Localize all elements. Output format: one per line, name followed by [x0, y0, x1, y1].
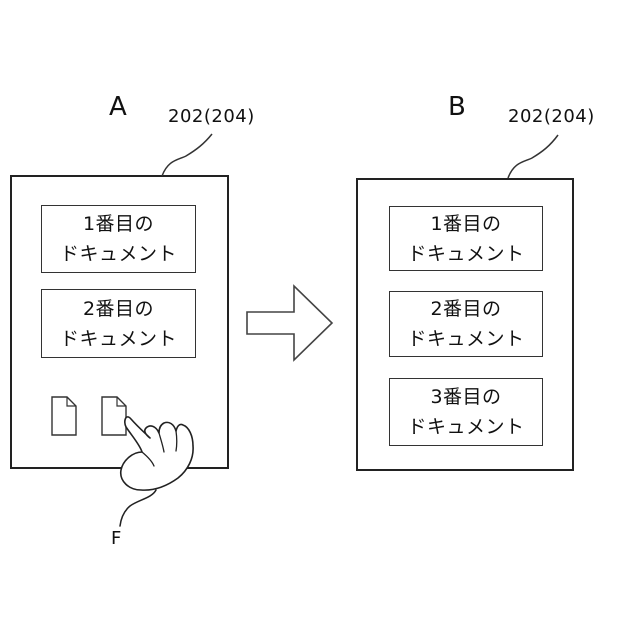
document-2-subtitle: ドキュメント	[407, 324, 524, 354]
panel-b-document-2[interactable]: 2番目の ドキュメント	[389, 291, 543, 357]
document-3-subtitle: ドキュメント	[407, 412, 524, 442]
document-2-title: 2番目の	[83, 294, 154, 324]
document-1-title: 1番目の	[430, 209, 501, 239]
document-2-title: 2番目の	[430, 294, 501, 324]
panel-a-ref-label: 202(204)	[168, 108, 255, 126]
finger-label: F	[111, 530, 121, 548]
document-1-subtitle: ドキュメント	[407, 239, 524, 269]
document-1-title: 1番目の	[83, 209, 154, 239]
document-1-subtitle: ドキュメント	[60, 239, 177, 269]
panel-a-document-1[interactable]: 1番目の ドキュメント	[41, 205, 196, 273]
panel-b-document-3[interactable]: 3番目の ドキュメント	[389, 378, 543, 446]
panel-b-ref-label: 202(204)	[508, 108, 595, 126]
panel-b-leader-line	[508, 135, 558, 178]
panel-a-leader-line	[162, 134, 212, 176]
document-2-subtitle: ドキュメント	[60, 324, 177, 354]
panel-a-letter: A	[109, 94, 127, 120]
document-3-title: 3番目の	[430, 382, 501, 412]
panel-b-document-1[interactable]: 1番目の ドキュメント	[389, 206, 543, 271]
panel-a-document-2[interactable]: 2番目の ドキュメント	[41, 289, 196, 358]
right-arrow-icon	[247, 286, 332, 360]
panel-b-letter: B	[448, 94, 466, 120]
